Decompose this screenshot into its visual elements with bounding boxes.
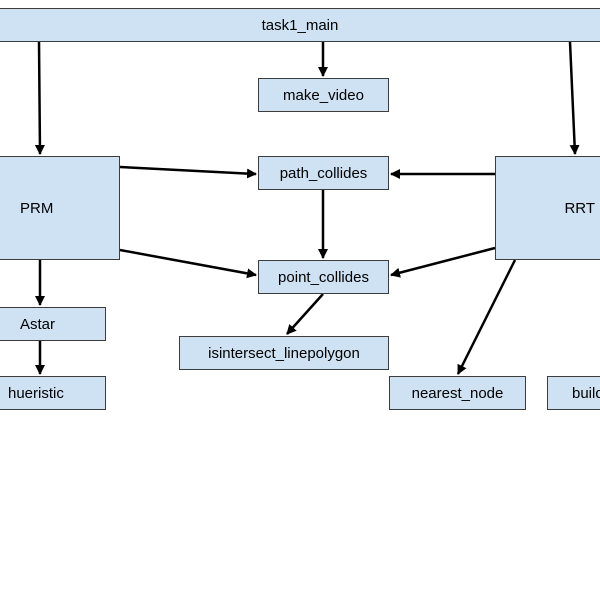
node-point-collides: point_collides [258, 260, 389, 294]
node-label: build [572, 384, 600, 402]
node-label: task1_main [261, 16, 339, 34]
node-nearest-node: nearest_node [389, 376, 526, 410]
node-label: point_collides [278, 268, 369, 286]
edge-task1-main-to-prm [34, 41, 45, 155]
node-build: build [547, 376, 600, 410]
node-label: Astar [20, 315, 56, 333]
edge-prm-to-path-collides [119, 165, 257, 179]
edge-point-collides-to-isintersect-linepolygon [286, 293, 324, 335]
node-label: path_collides [279, 164, 368, 182]
node-path-collides: path_collides [258, 156, 389, 190]
node-label: hueristic [8, 384, 64, 402]
node-label: isintersect_linepolygon [208, 344, 360, 362]
node-rrt: RRT [495, 156, 600, 260]
node-isintersect-linepolygon: isintersect_linepolygon [179, 336, 389, 370]
edge-rrt-to-nearest-node [456, 259, 517, 375]
node-label: PRM [20, 199, 54, 217]
node-make-video: make_video [258, 78, 389, 112]
edge-prm-to-point-collides [119, 248, 257, 279]
node-label: RRT [564, 199, 595, 217]
node-task1-main: task1_main [0, 8, 600, 42]
node-astar: Astar [0, 307, 106, 341]
node-prm: PRM [0, 156, 120, 260]
edge-task1-main-to-rrt [568, 41, 580, 155]
edge-rrt-to-point-collides [390, 246, 496, 278]
node-hueristic: hueristic [0, 376, 106, 410]
node-label: nearest_node [411, 384, 504, 402]
node-label: make_video [283, 86, 364, 104]
